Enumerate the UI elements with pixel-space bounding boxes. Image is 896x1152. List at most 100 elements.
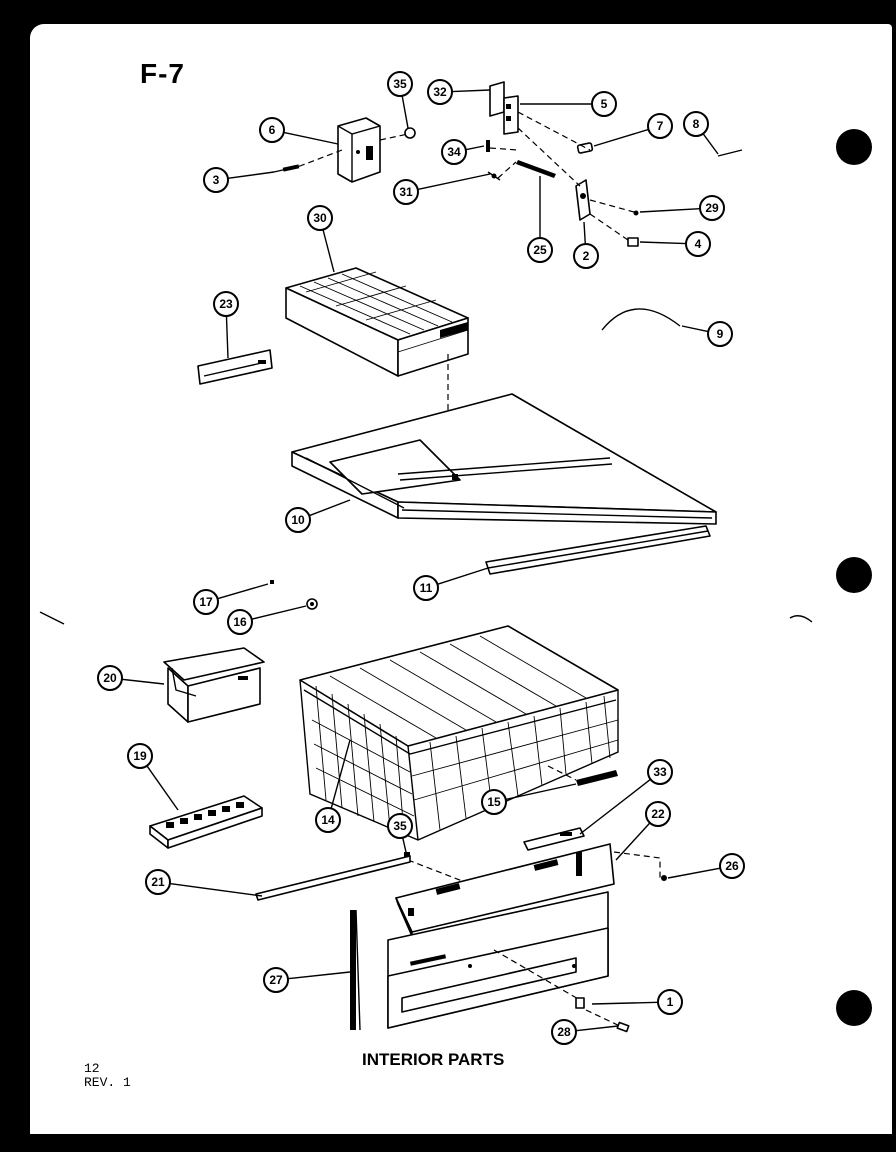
callout-3: 3 [203,167,275,193]
callout-circle [685,231,711,257]
part-ice-tray-19 [149,795,263,849]
callout-circle [263,967,289,993]
callout-9: 9 [681,321,733,347]
callout-circle [387,813,413,839]
callout-number: 30 [313,211,327,225]
callout-circle [193,589,219,615]
part-screw-29 [633,210,639,216]
callout-10: 10 [285,499,351,533]
callout-circle [683,111,709,137]
callout-number: 7 [657,119,664,133]
callout-28: 28 [551,1019,619,1045]
callout-leader [283,131,339,145]
callout-number: 29 [705,201,719,215]
callout-number: 25 [533,243,547,257]
callout-7: 7 [593,113,673,147]
callout-number: 14 [321,813,335,827]
callout-circle [227,609,253,635]
callout-number: 17 [199,595,213,609]
callout-15: 15 [481,783,577,815]
callout-leader [330,739,351,809]
part-screw-28 [661,875,667,881]
callout-25: 25 [527,176,553,263]
callout-8: 8 [683,111,719,155]
callout-number: 16 [233,615,247,629]
part-rod-21 [255,855,411,901]
callout-number: 28 [557,1025,571,1039]
callout-32: 32 [427,79,491,105]
callout-leader [251,605,307,620]
part-clip-1 [575,997,585,1009]
callout-29: 29 [639,195,725,221]
callout-leader [639,207,701,213]
callout-circle [259,117,285,143]
figure-title: F-7 [140,58,185,89]
callout-circle [97,665,123,691]
callout-number: 1 [667,995,674,1009]
callout-19: 19 [127,743,179,811]
part-screw-31 [487,171,501,181]
callout-1: 1 [591,989,683,1015]
callout-number: 35 [393,77,407,91]
callout-leader [702,133,719,155]
binder-hole-top [836,129,872,165]
callout-number: 3 [213,173,220,187]
callout-number: 4 [695,237,702,251]
callout-number: 33 [653,765,667,779]
callout-circle [427,79,453,105]
callout-20: 20 [97,665,165,691]
callout-leader [451,89,491,93]
callout-circle [647,113,673,139]
part-strip-33 [523,827,585,851]
callout-leader [591,1001,659,1005]
callout-circle [203,167,229,193]
figure-caption: INTERIOR PARTS [362,1050,505,1069]
callout-leader [225,315,229,359]
callout-circle [551,1019,577,1045]
callout-number: 20 [103,671,117,685]
callout-number: 27 [269,973,283,987]
part-pin-34 [486,140,490,152]
callout-circle [645,801,671,827]
callout-circle [145,869,171,895]
callout-31: 31 [393,173,491,205]
binder-hole-bottom [836,990,872,1026]
callout-leader [593,128,649,147]
callout-leader [146,765,179,811]
part-strip-23 [197,349,273,385]
callout-4: 4 [639,231,711,257]
callout-number: 5 [601,97,608,111]
part-gasket-27 [350,909,361,1031]
part-screw-3 [273,164,301,173]
part-bracket-2 [575,179,591,221]
callout-circle [285,507,311,533]
part-screw-35-lower [616,1021,630,1033]
callout-leader [639,241,687,245]
callout-leader [667,867,721,879]
callout-circle [127,743,153,769]
callout-circle [481,789,507,815]
callout-number: 32 [433,85,447,99]
revision-label: REV. 1 [84,1075,131,1090]
callout-number: 22 [651,807,665,821]
part-hinge-plate [489,81,519,135]
part-drawer-front-22 [395,843,615,937]
callout-number: 23 [219,297,233,311]
callout-23: 23 [213,291,239,359]
part-rod-25 [516,160,556,178]
page-info: 12 REV. 1 [84,1062,131,1090]
callout-leader [575,1025,619,1032]
part-screw-17 [270,580,274,584]
callout-circle [699,195,725,221]
callout-leader [437,567,489,585]
callout-33: 33 [579,759,673,835]
callout-circle [387,71,413,97]
callout-35: 35 [387,71,413,129]
callout-34: 34 [441,139,485,165]
callout-leader [287,971,351,980]
callout-leader [417,173,491,191]
callout-number: 26 [725,859,739,873]
callout-circle [573,243,599,269]
part-bin-20 [163,647,265,723]
